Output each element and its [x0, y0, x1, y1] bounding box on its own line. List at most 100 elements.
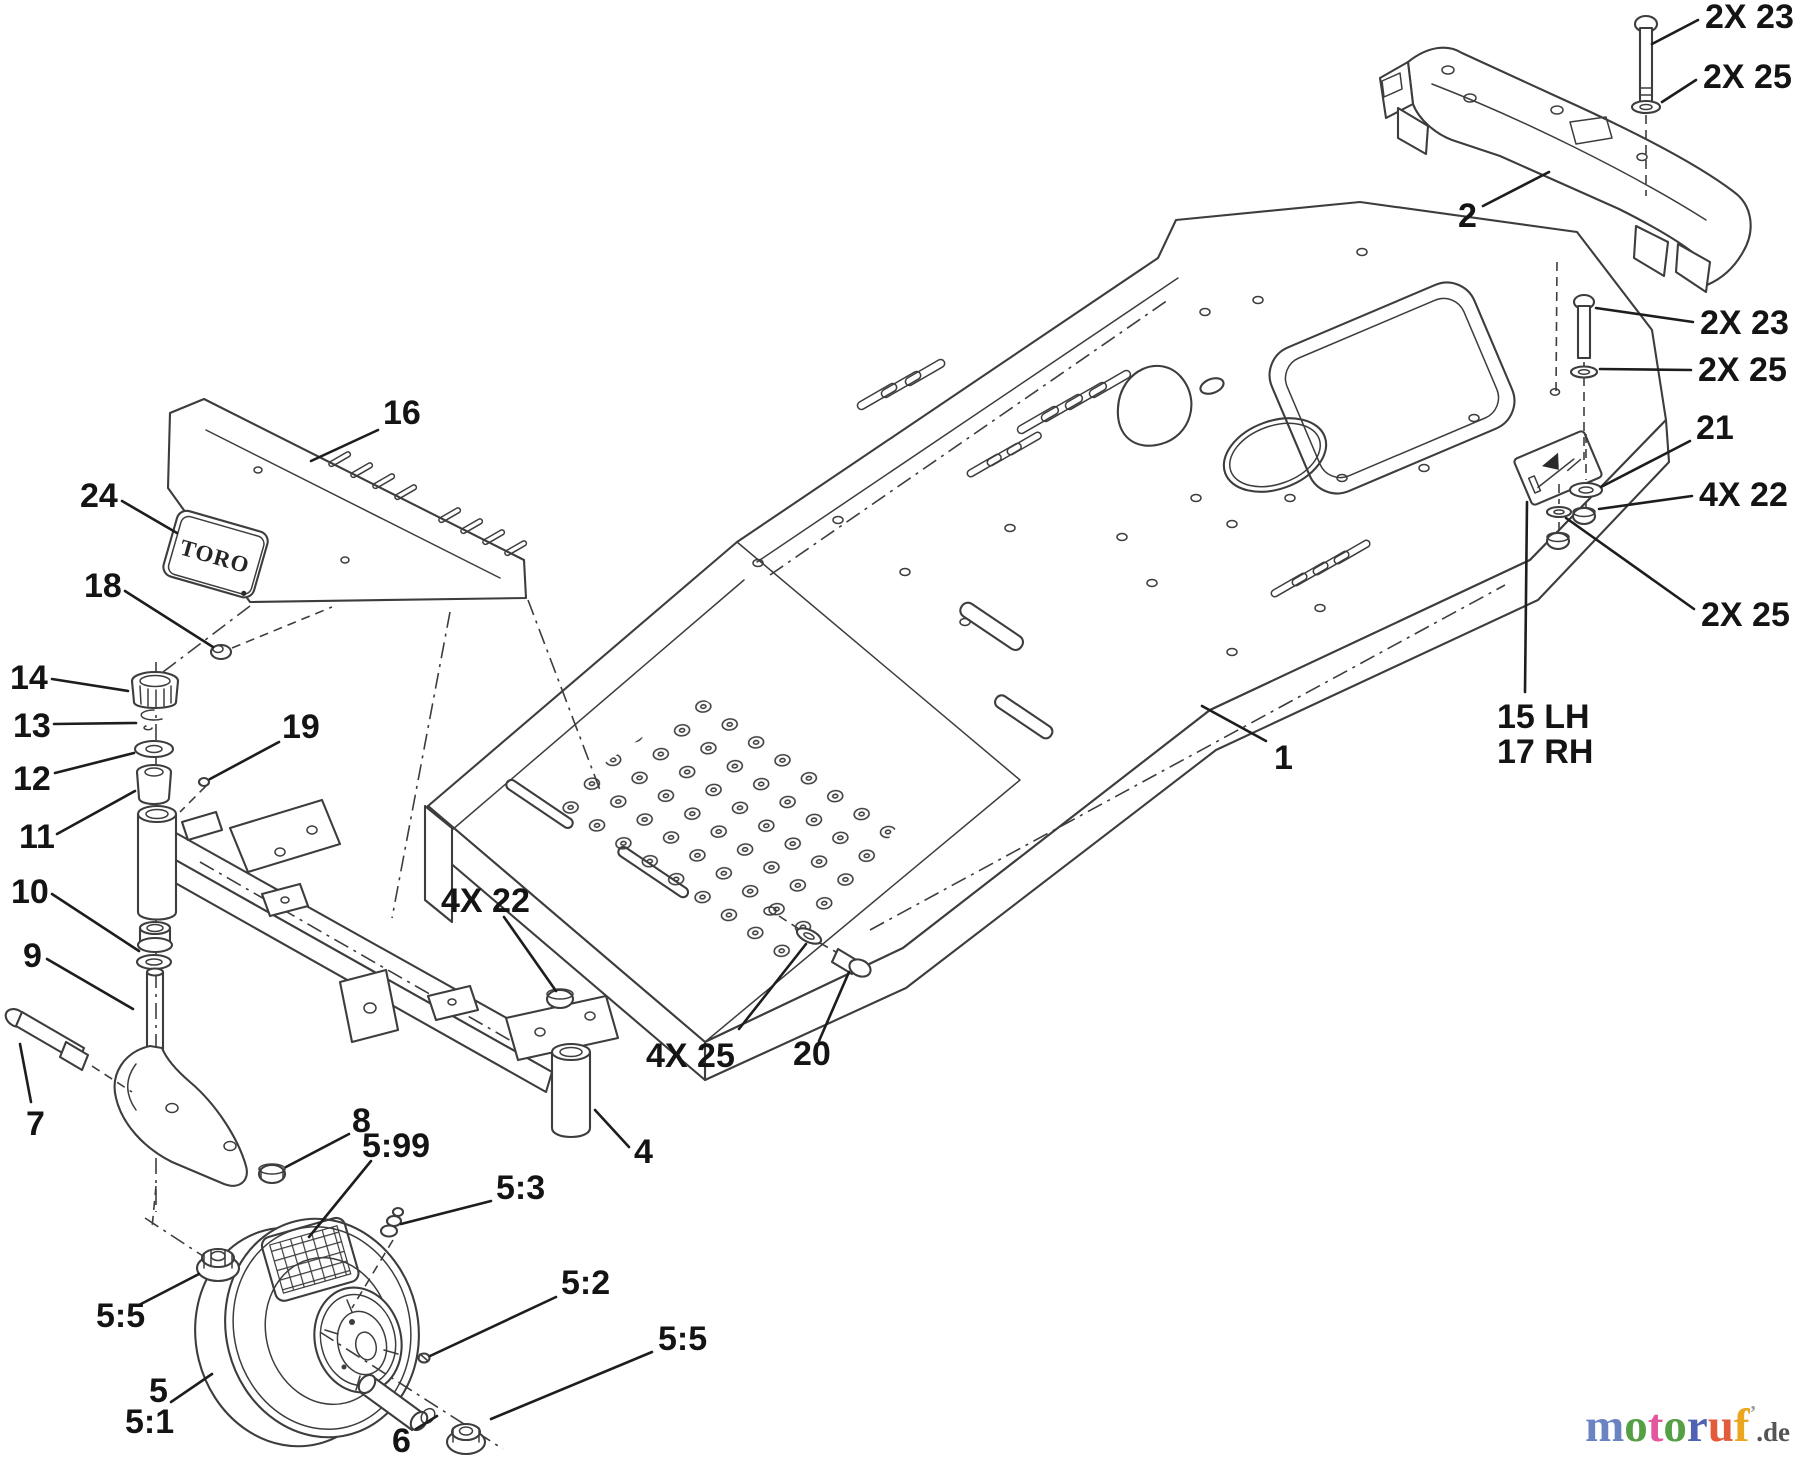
leader-line-bushing-11	[55, 789, 137, 836]
leader-line-cap	[50, 677, 130, 693]
part-label-screw-19: 19	[282, 708, 320, 746]
valve-stem	[379, 1206, 405, 1238]
part-label-washer-12: 12	[13, 760, 51, 798]
part-label-bolt-mid: 2X 23	[1700, 304, 1789, 342]
washer-25-mid	[1569, 365, 1599, 379]
fasteners-center	[545, 915, 872, 1010]
frame-cutout	[1116, 365, 1193, 447]
leader-line-nut-8	[284, 1132, 351, 1169]
part-label-washer-mid: 2X 25	[1698, 351, 1787, 389]
leader-line-rim-screw	[428, 1295, 558, 1358]
washer-12p	[133, 739, 175, 759]
part-label-spindle: 9	[23, 937, 42, 975]
cap-14	[130, 670, 180, 710]
front-axle-assembly	[4, 599, 872, 1229]
rim-screw-part	[417, 1352, 431, 1364]
part-label-nut-right: 4X 22	[1699, 476, 1788, 514]
fasteners-right	[1545, 14, 1662, 551]
footrest-perforations	[534, 697, 903, 980]
part-label-screw-18: 18	[84, 567, 122, 605]
part-label-wheel: 5	[149, 1372, 168, 1410]
caster-fork	[113, 967, 248, 1229]
part-label-tire: 5:1	[125, 1403, 174, 1441]
watermark-domain-suffix: .de	[1756, 1417, 1790, 1447]
leader-line-washer-low	[1564, 516, 1696, 611]
part-label-spacer: 6	[392, 1422, 411, 1460]
part-label-washer-21: 21	[1696, 409, 1734, 447]
part-label-bushing-10: 10	[11, 873, 49, 911]
part-label-panel: 16	[383, 394, 421, 432]
part-label-nut-center: 4X 22	[441, 882, 530, 920]
leader-line-spindle	[45, 957, 135, 1011]
leader-line-axle-bolt	[18, 1042, 33, 1104]
watermark-letter: o	[1624, 1400, 1648, 1452]
washer-10p	[135, 953, 173, 971]
part-label-nut-8: 8	[352, 1102, 371, 1140]
leader-line-bolt-20	[817, 970, 851, 1043]
watermark-letter: r	[1686, 1400, 1708, 1452]
bolt-23-mid	[1555, 261, 1599, 460]
screw-19-part	[179, 776, 211, 813]
leader-line-bushing-10	[50, 892, 141, 953]
part-label-washer-low: 2X 25	[1701, 596, 1790, 634]
part-label-nut-wheel-right: 5:5	[658, 1320, 707, 1358]
leader-line-screw-19	[208, 740, 281, 781]
watermark-letter: t	[1647, 1400, 1664, 1452]
part-label-nut-wheel-left: 5:5	[96, 1297, 145, 1335]
panel-screws	[179, 606, 333, 813]
leader-line-panel	[309, 428, 380, 463]
valve-axis	[351, 1239, 394, 1309]
part-label-bumper: 2	[1458, 197, 1477, 235]
leader-line-latch-lh	[1523, 500, 1529, 694]
screw-18-part	[209, 606, 333, 661]
watermark-letter: f	[1733, 1400, 1750, 1452]
part-label-decal: 24	[80, 477, 118, 515]
part-label-rim-screw: 5:2	[561, 1264, 610, 1302]
leader-line-frame	[1200, 704, 1268, 743]
leader-line-bumper	[1481, 170, 1551, 208]
leader-line-nut-right	[1597, 494, 1694, 511]
latch-plate	[1513, 430, 1603, 506]
leader-line-washer-21	[1599, 439, 1692, 489]
toro-decal-plate: TORO	[162, 509, 269, 599]
fastener-stack-21-22-25	[1545, 434, 1604, 551]
leader-line-bolt-mid	[1594, 306, 1695, 324]
leader-line-nut-wheel-right	[489, 1350, 654, 1421]
leader-line-washer-center	[737, 942, 808, 1031]
snap-ring-13	[140, 709, 163, 731]
bolt-20-head	[848, 958, 872, 978]
wheel-axis-b	[319, 1331, 504, 1450]
part-label-latch-rh: 17 RH	[1497, 733, 1593, 771]
leader-line-screw-18	[123, 589, 215, 649]
leader-line-sleeve	[593, 1108, 631, 1149]
nut-8-part	[257, 1163, 287, 1185]
leader-line-tread	[307, 1159, 373, 1239]
wheel-nut-left	[195, 1247, 241, 1283]
leader-line-washer-mid	[1598, 367, 1693, 372]
leader-line-ring	[52, 721, 138, 726]
watermark-tick: ’	[1749, 1402, 1757, 1424]
leader-line-decal	[120, 499, 179, 535]
watermark-letter: m	[1585, 1400, 1625, 1452]
tread-patch	[260, 1216, 360, 1302]
leader-line-wheel	[169, 1372, 214, 1404]
footrest-slots	[505, 601, 1054, 899]
panel-slots	[328, 451, 528, 557]
part-label-washer-center: 4X 25	[646, 1037, 735, 1075]
watermark-logo[interactable]: motoruf’.de	[1585, 1403, 1790, 1450]
caster-tube	[136, 804, 178, 921]
bolt-23-top	[1630, 14, 1662, 196]
bushing-10p	[136, 920, 174, 954]
part-label-cap: 14	[10, 659, 48, 697]
caster-sleeve-4	[550, 1042, 592, 1139]
part-label-washer-top: 2X 25	[1703, 58, 1792, 96]
washer-25-low	[1545, 505, 1573, 519]
part-label-ring: 13	[13, 707, 51, 745]
wheel-axis-a	[144, 1217, 236, 1278]
wheel-nut-right	[445, 1422, 487, 1456]
frame-chassis	[423, 200, 1671, 1082]
leader-line-nut-wheel-left	[137, 1272, 201, 1307]
washer-21	[1568, 481, 1604, 499]
